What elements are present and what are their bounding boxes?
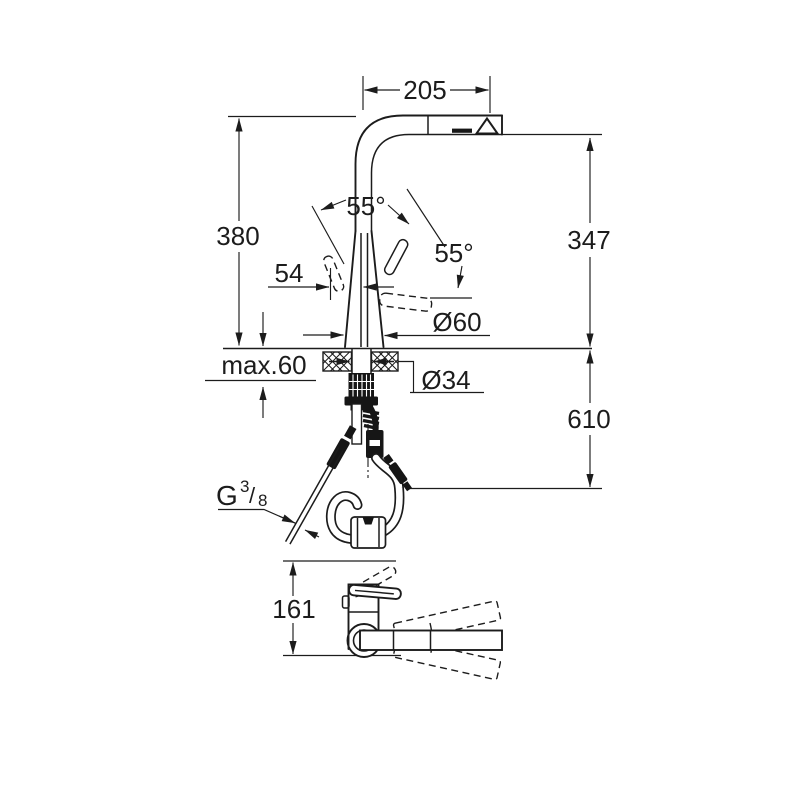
- dim-hole-diameter: Ø34: [329, 357, 484, 395]
- dim-label-max-deck-thickness: max.60: [221, 350, 306, 380]
- side-body: [347, 583, 380, 650]
- side-body-tab: [341, 595, 350, 609]
- dim-spout-reach: 205: [362, 75, 491, 113]
- thread-letter: G: [216, 480, 238, 511]
- dim-handle-offset: 54: [268, 258, 394, 300]
- dim-spout-height: 347: [502, 133, 611, 347]
- dim-label-hole-diameter: Ø34: [421, 365, 470, 395]
- dim-label-angle-right: 55°: [434, 238, 473, 268]
- connector-dowel: [383, 453, 412, 492]
- main-view: 205 380 55° 55° 54: [205, 75, 611, 549]
- dim-label-side-height: 161: [272, 594, 315, 624]
- side-view: 161: [272, 560, 503, 681]
- dim-label-spout-reach: 205: [403, 75, 446, 105]
- dim-handle-angle-left: 55°: [311, 188, 446, 265]
- dim-hose-length: 610: [409, 350, 611, 490]
- dim-label-base-diameter: Ø60: [432, 307, 481, 337]
- thread-denominator: 8: [258, 491, 267, 510]
- dim-label-handle-offset: 54: [275, 258, 304, 288]
- dim-handle-angle-right: 55°: [430, 238, 474, 299]
- pullout-hose-loop: [325, 453, 405, 545]
- dim-label-spout-height: 347: [567, 225, 610, 255]
- thread-slash: /: [249, 483, 256, 508]
- shank-thread-lines: [349, 374, 374, 397]
- side-handle-solid: [348, 583, 402, 600]
- mounting-stud: [284, 425, 357, 545]
- dim-overall-height: 380: [216, 115, 356, 346]
- supply-tube: [351, 403, 363, 445]
- dim-base-diameter: Ø60: [303, 307, 490, 340]
- mounting-nut: [344, 396, 378, 406]
- handle-solid-up: [383, 238, 409, 276]
- faucet-body-outline: [344, 114, 503, 348]
- dim-thread-size: G 3 / 8: [216, 477, 320, 540]
- hose-weight: [350, 516, 387, 549]
- dim-label-angle-left: 55°: [346, 191, 385, 221]
- thread-numerator: 3: [240, 477, 249, 496]
- under-counter-assembly: [284, 373, 412, 549]
- handle-dashed-left: [322, 255, 345, 292]
- dim-side-height: 161: [272, 560, 401, 657]
- spray-head-triangle-icon: [474, 116, 500, 135]
- handle-dashed-horizontal: [379, 292, 433, 312]
- spray-control-mark: [452, 128, 472, 133]
- dim-label-hose-length: 610: [567, 404, 610, 434]
- side-faucet-outline: [341, 583, 503, 658]
- dim-label-overall-height: 380: [216, 221, 259, 251]
- dim-max-deck-thickness: max.60: [205, 312, 316, 418]
